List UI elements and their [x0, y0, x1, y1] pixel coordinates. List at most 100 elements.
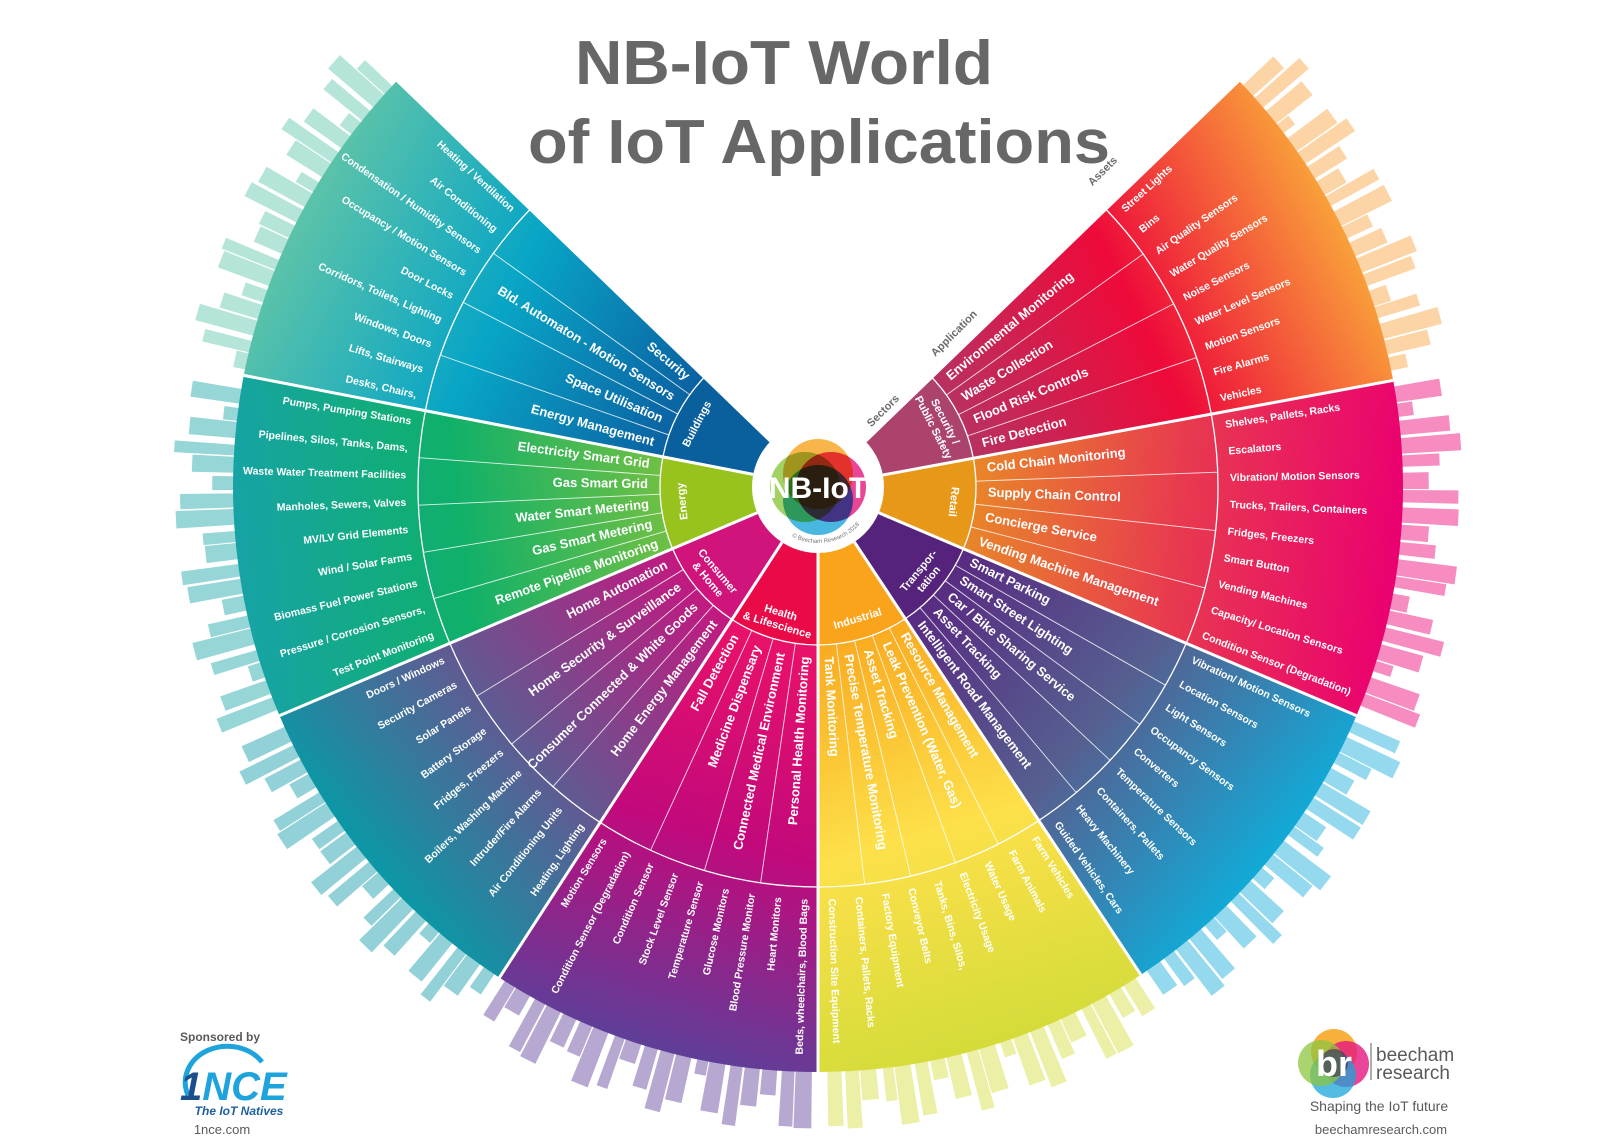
skyline-building	[644, 1048, 675, 1113]
skyline-building	[483, 979, 516, 1022]
sector-divider	[278, 511, 758, 717]
application-ring-arc	[817, 820, 1040, 888]
sector-ring-arc	[731, 618, 819, 646]
skyline-building	[1321, 766, 1355, 795]
application-divider	[967, 357, 1197, 437]
publisher-name-line-1: beecham	[1376, 1045, 1454, 1066]
skyline-building	[1375, 643, 1424, 673]
skyline-building	[323, 78, 372, 122]
application-divider	[462, 301, 679, 415]
skyline-building	[1323, 168, 1380, 207]
skyline-building	[202, 530, 238, 546]
skyline-building	[793, 1069, 812, 1129]
skyline-building	[383, 910, 428, 956]
skyline-building	[1046, 1017, 1075, 1060]
sector-ring-arc	[662, 376, 705, 457]
skyline-building	[1377, 307, 1442, 340]
skyline-silhouettes	[174, 55, 1462, 1129]
sector-wedge	[243, 80, 818, 488]
skyline-building	[311, 819, 347, 850]
skyline-building	[1384, 610, 1434, 635]
skyline-building	[210, 649, 262, 676]
skyline-building	[192, 628, 257, 661]
skyline-building	[882, 1065, 898, 1102]
sector-ring-arc	[671, 548, 733, 621]
skyline-building	[1332, 751, 1372, 781]
skyline-building	[1380, 627, 1445, 657]
publisher-url-link[interactable]: beechamresearch.com	[1315, 1122, 1447, 1137]
skyline-building	[212, 475, 236, 491]
skyline-building	[190, 380, 244, 404]
skyline-building	[1398, 524, 1430, 543]
skyline-building	[1263, 853, 1313, 898]
skyline-building	[571, 1025, 610, 1088]
application-divider	[888, 627, 999, 845]
application-divider	[871, 635, 956, 863]
beecham-research-logo[interactable]: br	[1298, 1029, 1369, 1098]
sector-ring-arc	[931, 376, 974, 459]
application-divider	[419, 457, 661, 476]
sector-divider	[853, 541, 1143, 976]
application-divider	[440, 354, 669, 436]
skyline-building	[443, 953, 482, 996]
skyline-building	[1313, 782, 1371, 825]
sector-divider	[243, 373, 754, 476]
skyline-building	[1347, 227, 1388, 257]
skyline-building	[1399, 507, 1459, 527]
skyline-building	[191, 454, 236, 473]
skyline-building	[1400, 472, 1429, 490]
skyline-building	[239, 744, 301, 785]
skyline-building	[174, 440, 237, 456]
skyline-building	[1388, 593, 1410, 613]
skyline-building	[1392, 378, 1442, 403]
skyline-building	[860, 1067, 880, 1101]
asset-label: Manholes, Sewers, Valves	[277, 497, 407, 514]
skyline-building	[273, 791, 327, 831]
skyline-building	[966, 1047, 995, 1111]
skyline-building	[1241, 56, 1285, 98]
sector-ring-arc	[817, 618, 906, 646]
skyline-building	[222, 406, 241, 422]
skyline-building	[1358, 693, 1421, 728]
skyline-building	[759, 1067, 778, 1096]
skyline-building	[549, 1011, 578, 1048]
br-logo-text: br	[1316, 1043, 1352, 1084]
skyline-building	[1238, 879, 1284, 924]
skyline-building	[946, 1052, 972, 1100]
application-divider	[944, 580, 1141, 725]
skyline-building	[187, 578, 245, 604]
skyline-building	[664, 1052, 692, 1104]
skyline-building	[1397, 541, 1436, 559]
skyline-building	[1363, 676, 1420, 711]
skyline-building	[914, 1059, 938, 1116]
skyline-building	[1372, 293, 1421, 319]
title-line-1: NB-IoT World	[575, 29, 993, 98]
application-divider	[933, 594, 1111, 761]
skyline-building	[1145, 959, 1178, 995]
sector-wedge	[499, 487, 818, 1072]
1nce-url-link[interactable]: 1nce.com	[194, 1122, 250, 1137]
skyline-building	[241, 282, 270, 303]
sector-ring-arc	[962, 458, 977, 549]
skyline-building	[1337, 736, 1401, 779]
skyline-building	[202, 328, 254, 353]
skyline-building	[1029, 1024, 1067, 1088]
title-line-2: of IoT Applications	[528, 108, 1110, 177]
skyline-building	[207, 615, 253, 638]
application-divider	[958, 303, 1174, 416]
skyline-building	[1286, 825, 1324, 857]
application-divider	[975, 503, 1216, 531]
publisher-tagline: Shaping the IoT future	[1310, 1098, 1448, 1114]
1nce-logo[interactable]: 1NCE	[180, 1043, 288, 1109]
skyline-building	[1162, 949, 1195, 987]
logo-circle-center-icon	[1320, 1049, 1348, 1077]
application-divider	[552, 605, 714, 787]
logo-part: 1	[180, 1065, 202, 1109]
application-divider	[418, 493, 661, 506]
skyline-building	[1332, 184, 1393, 227]
application-ring-arc	[599, 821, 819, 888]
skyline-building	[1174, 938, 1225, 996]
skyline-building	[929, 1056, 949, 1081]
publisher-block: br beecham research Shaping the IoT futu…	[1298, 1029, 1454, 1137]
skyline-building	[1293, 811, 1327, 842]
